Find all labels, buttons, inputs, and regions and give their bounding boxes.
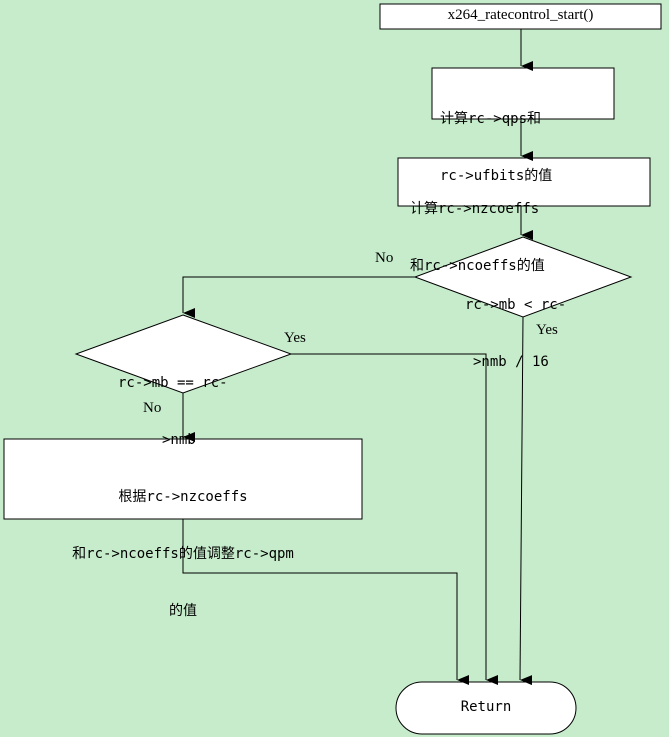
return-node-label: Return: [460, 699, 512, 715]
decision2-label: rc->mb == rc- >nmb: [118, 336, 228, 488]
decision1-no-label: No: [375, 250, 394, 266]
start-node-box: [379, 3, 662, 30]
edge-decision1-yes: [519, 316, 533, 686]
decision2-line2: >nmb: [162, 432, 196, 448]
calc-qps-line1: 计算rc->qps和: [440, 111, 542, 127]
decision1-line2: >nmb / 16: [473, 354, 549, 370]
calc-qps-node-box: [431, 67, 615, 120]
decision2-no-label: No: [143, 400, 162, 416]
calc-nz-line2: 和rc->ncoeffs的值: [410, 258, 545, 274]
decision1-yes-label: Yes: [536, 322, 558, 338]
decision1-line1: rc->mb < rc-: [465, 297, 567, 313]
adjust-line1: 根据rc->nzcoeffs: [118, 489, 248, 505]
adjust-line3: 的值: [169, 603, 197, 619]
decision2-line1: rc->mb == rc-: [118, 375, 228, 391]
edge-decision2-yes: [291, 353, 498, 685]
calc-nz-node-label: 计算rc->nzcoeffs 和rc->ncoeffs的值: [410, 162, 545, 314]
adjust-node-label: 根据rc->nzcoeffs 和rc->ncoeffs的值调整rc->qpm 的…: [4, 450, 362, 659]
calc-nz-line1: 计算rc->nzcoeffs: [410, 201, 540, 217]
start-node-label: x264_ratecontrol_start(): [447, 7, 594, 23]
calc-qps-line2: rc->ufbits的值: [440, 168, 553, 184]
adjust-line2: 和rc->ncoeffs的值调整rc->qpm: [72, 546, 294, 562]
edge-decision1-no: [182, 276, 415, 318]
decision2-yes-label: Yes: [284, 330, 306, 346]
edge-adjust-to-return: [182, 519, 469, 685]
calc-qps-node-label: 计算rc->qps和 rc->ufbits的值: [440, 72, 552, 224]
decision1-label: rc->mb < rc- >nmb / 16: [465, 258, 566, 410]
